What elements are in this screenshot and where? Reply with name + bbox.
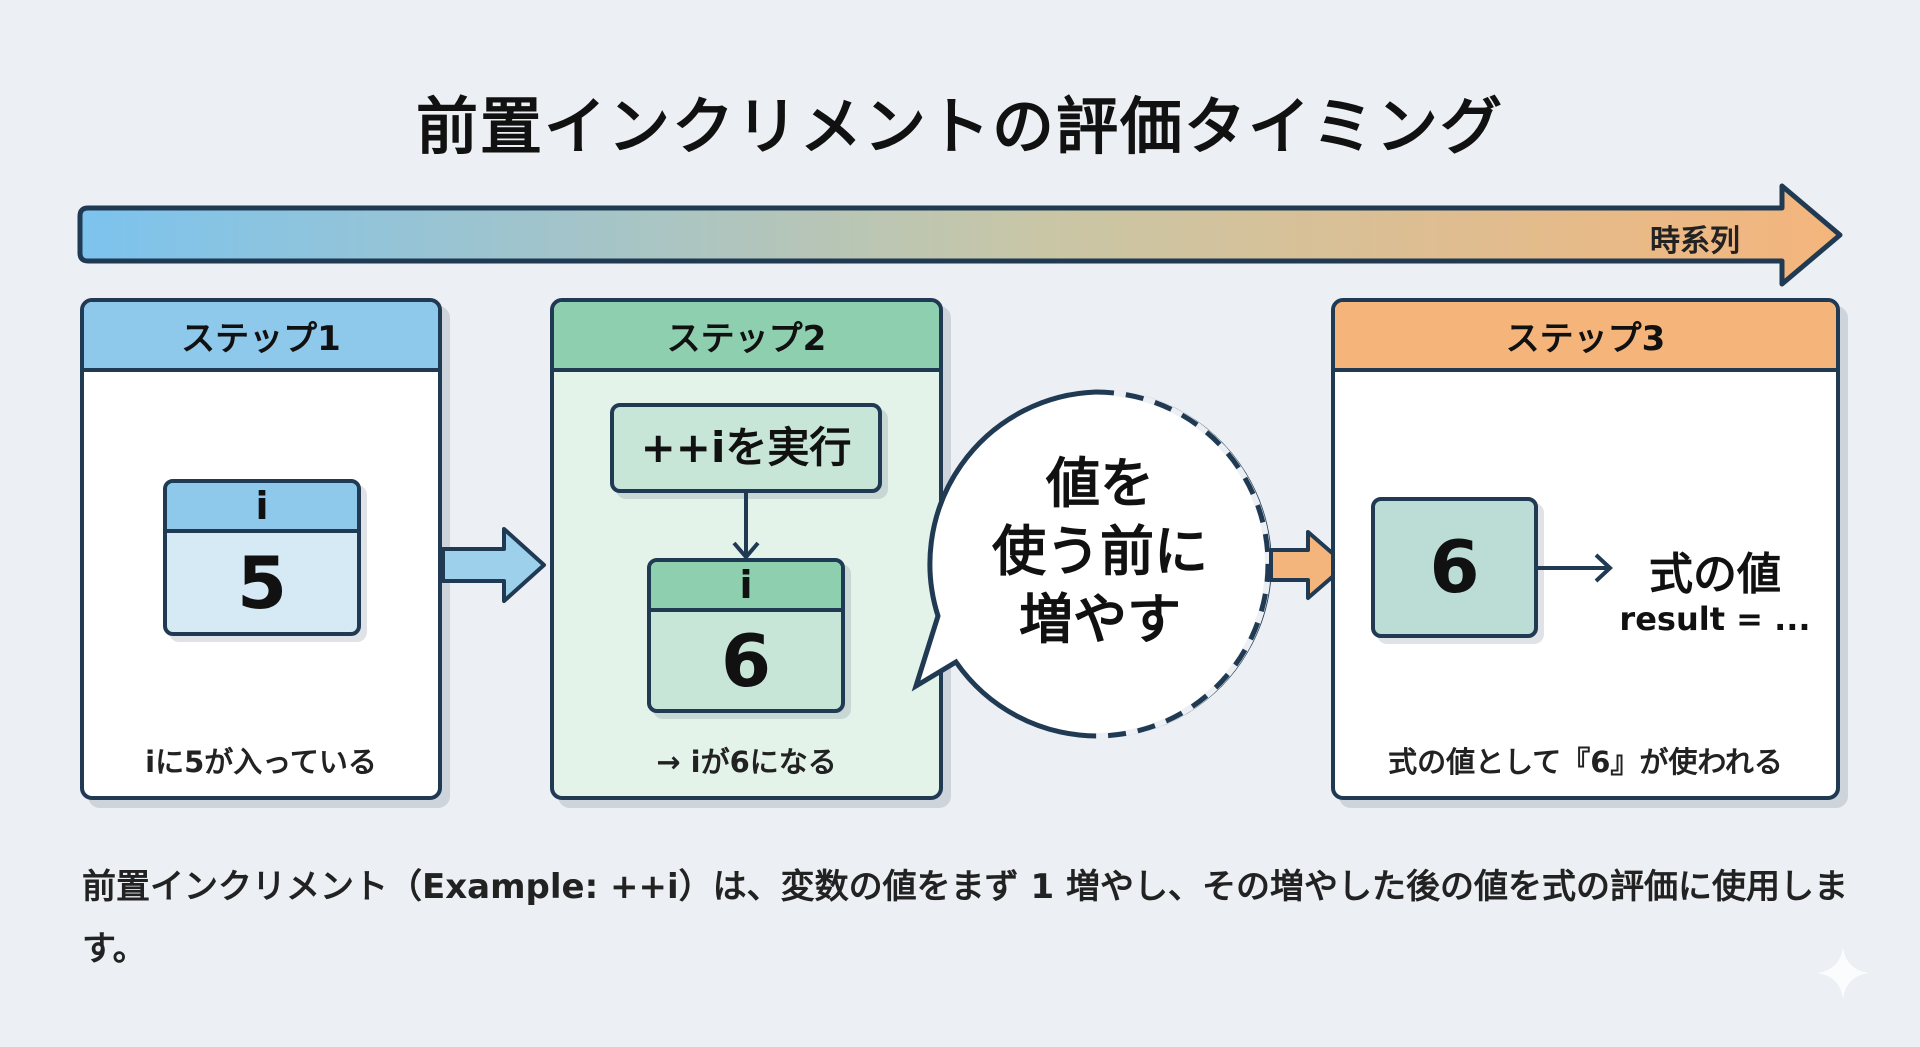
step-2-caption: → iが6になる [656, 745, 837, 779]
step-2-card: ステップ2 ++iを実行 i 6 → iが6になる [550, 298, 943, 800]
sparkle-icon [1817, 947, 1869, 999]
variable-value: 5 [236, 541, 288, 625]
step-1-header: ステップ1 [84, 302, 438, 372]
variable-name: i [651, 562, 841, 612]
variable-box-i: i 6 [647, 558, 845, 713]
result-value-box: 6 [1371, 497, 1538, 638]
timeline-arrow [77, 183, 1843, 287]
timeline-label: 時系列 [1650, 224, 1740, 259]
description-text: 前置インクリメント（Example: ++i）は、変数の値をまず 1 増やし、そ… [82, 867, 1848, 969]
expression-code: result = ... [1619, 600, 1811, 638]
step-1-card: ステップ1 i 5 iに5が入っている [80, 298, 442, 800]
step-3-header: ステップ3 [1335, 302, 1836, 372]
arrow-right-icon [1269, 530, 1348, 600]
step-3-caption: 式の値として『6』が使われる [1388, 745, 1783, 779]
bubble-line: 値を [1046, 452, 1154, 515]
arrow-down-icon [732, 493, 760, 561]
bubble-text: 値を 使う前に 増やす [940, 450, 1260, 654]
speech-bubble [911, 389, 1272, 739]
expression-value-label: 式の値 [1649, 549, 1781, 600]
bubble-line: 使う前に [992, 520, 1208, 583]
step-2-header: ステップ2 [554, 302, 939, 372]
variable-name: i [167, 483, 357, 533]
step-3-card: ステップ3 6 式の値 result = ... 式の値として『6』が使われる [1331, 298, 1840, 800]
page-title: 前置インクリメントの評価タイミング [415, 90, 1504, 163]
variable-value: 6 [720, 619, 772, 703]
bubble-line: 増やす [1019, 588, 1181, 651]
step-1-caption: iに5が入っている [145, 745, 377, 779]
variable-box-i: i 5 [163, 479, 361, 636]
arrow-right-icon [441, 527, 546, 603]
arrow-right-icon [1538, 553, 1613, 583]
execute-increment-box: ++iを実行 [610, 403, 882, 493]
